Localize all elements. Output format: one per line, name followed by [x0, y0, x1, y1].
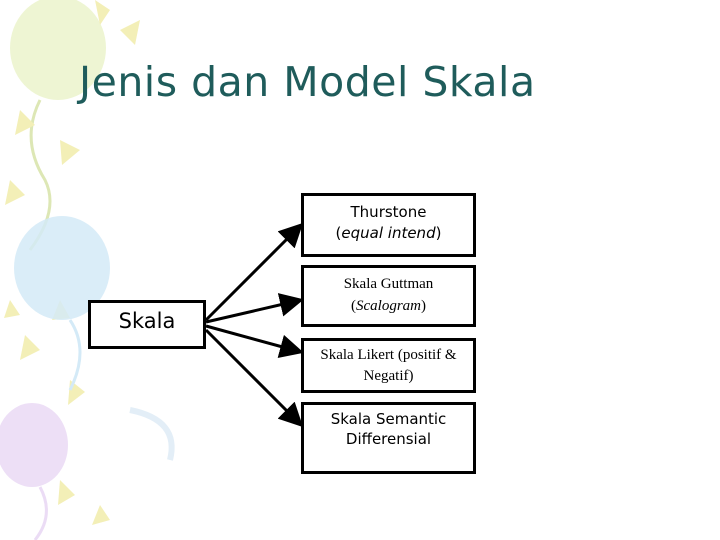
confetti-icon: [20, 335, 40, 360]
node-semantic: Skala Semantic Differensial: [301, 402, 476, 474]
root-node-skala: Skala: [88, 300, 206, 349]
node-label: Skala Guttman: [343, 276, 434, 292]
confetti-icon: [58, 480, 75, 505]
node-sublabel: (equal intend): [335, 224, 442, 242]
node-thurstone: Thurstone (equal intend): [301, 193, 476, 257]
balloon-icon: [0, 403, 68, 487]
balloon-icon: [14, 216, 110, 320]
node-sublabel: (Scalogram): [351, 298, 426, 314]
node-label: Skala Likert (positif &: [320, 347, 457, 363]
slide-title: Jenis dan Model Skala: [79, 58, 536, 106]
node-likert: Skala Likert (positif & Negatif): [301, 338, 476, 393]
arrow-to-likert: [205, 324, 304, 359]
confetti-icon: [5, 180, 25, 205]
balloon-string-icon: [33, 486, 48, 540]
arrow-to-semantic: [204, 328, 304, 428]
confetti-icon: [95, 0, 110, 25]
confetti-icon: [92, 505, 110, 525]
root-node-label: Skala: [118, 309, 176, 333]
node-label: Thurstone: [350, 203, 427, 221]
node-label: Skala Semantic: [330, 410, 447, 428]
confetti-icon: [4, 300, 20, 318]
node-sublabel: Differensial: [345, 430, 432, 448]
balloon-icon: [10, 0, 106, 100]
confetti-icon: [60, 140, 80, 165]
node-sublabel: Negatif): [363, 368, 414, 384]
confetti-icon: [120, 20, 140, 45]
confetti-icon: [15, 110, 35, 135]
balloon-string-icon: [68, 319, 82, 391]
swirl-icon: [129, 407, 175, 461]
arrow-to-thurstone: [204, 222, 304, 322]
arrow-to-guttman: [205, 293, 304, 324]
node-guttman: Skala Guttman (Scalogram): [301, 265, 476, 327]
